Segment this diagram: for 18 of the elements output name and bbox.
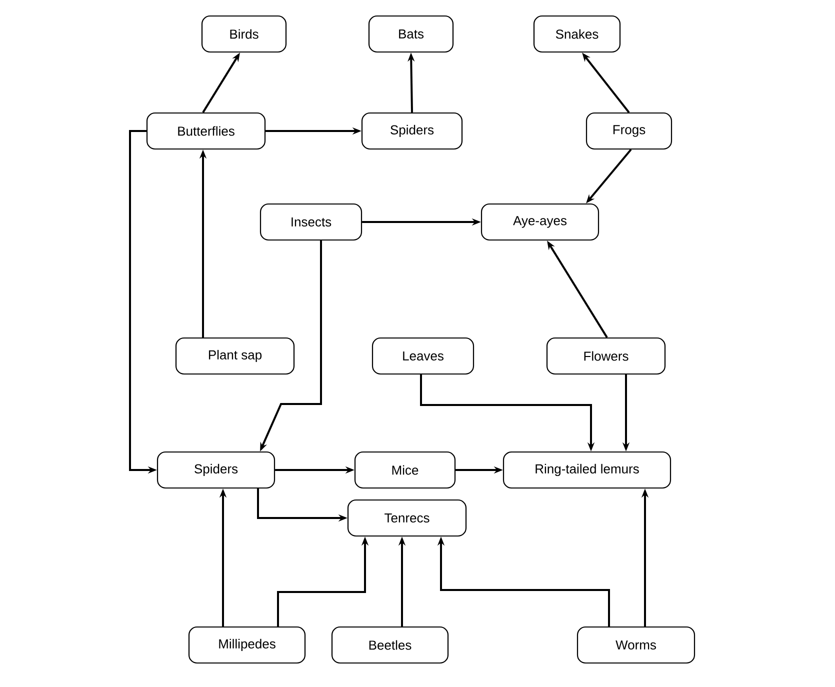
food-box: Mice bbox=[354, 451, 456, 489]
food-box: Insects bbox=[260, 203, 362, 241]
food-box: Birds bbox=[201, 15, 287, 53]
food-box: Bats bbox=[368, 15, 454, 53]
food-box: Aye-ayes bbox=[480, 203, 600, 241]
food-box: Spiders bbox=[361, 112, 463, 150]
food-box: Leaves bbox=[372, 337, 474, 375]
food-box: Spiders bbox=[156, 451, 276, 489]
food-box: Millipedes bbox=[188, 626, 306, 664]
food-box: Flowers bbox=[546, 337, 666, 375]
food-box: Snakes bbox=[533, 15, 621, 53]
food-box: Plant sap bbox=[175, 337, 295, 375]
food-box: Butterflies bbox=[146, 112, 266, 150]
food-box: Beetles bbox=[331, 626, 449, 664]
food-box: Ring-tailed lemurs bbox=[502, 451, 672, 489]
food-box: Frogs bbox=[586, 112, 672, 150]
food-box: Worms bbox=[576, 626, 696, 664]
food-box: Tenrecs bbox=[347, 499, 467, 537]
